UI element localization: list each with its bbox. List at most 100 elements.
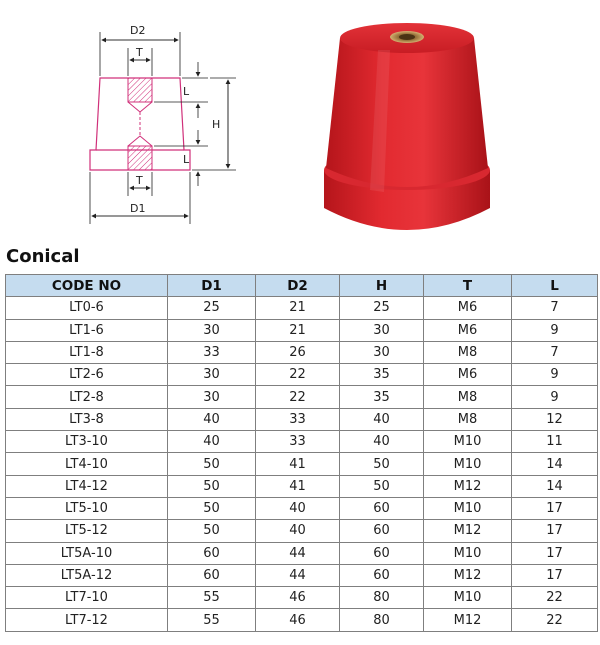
table-cell: M10 bbox=[423, 586, 512, 610]
table-cell: 40 bbox=[255, 519, 340, 543]
table-cell: M6 bbox=[423, 363, 512, 387]
table-cell: LT2-8 bbox=[5, 385, 168, 409]
label-d1: D1 bbox=[130, 202, 145, 215]
table-cell: 40 bbox=[339, 430, 424, 454]
table-cell: M6 bbox=[423, 318, 512, 342]
table-cell: 14 bbox=[511, 474, 598, 498]
table-cell: 30 bbox=[339, 340, 424, 365]
table-cell: LT1-8 bbox=[5, 340, 168, 365]
column-header-code-no: CODE NO bbox=[5, 273, 168, 298]
dim-t-top bbox=[127, 48, 153, 76]
table-cell: 60 bbox=[167, 541, 256, 565]
table-cell: M10 bbox=[423, 430, 512, 454]
table-cell: 22 bbox=[511, 586, 598, 610]
table-cell: LT4-10 bbox=[5, 452, 168, 476]
table-cell: 55 bbox=[167, 608, 256, 632]
highlight bbox=[370, 50, 390, 192]
table-cell: 17 bbox=[511, 496, 598, 521]
table-cell: 35 bbox=[339, 385, 424, 409]
table-cell: 46 bbox=[255, 608, 340, 632]
dimension-drawing: D2 T L H L T D1 bbox=[89, 24, 236, 224]
table-cell: 22 bbox=[255, 363, 340, 387]
table-cell: 46 bbox=[255, 586, 340, 610]
table-cell: 41 bbox=[255, 474, 340, 498]
table-cell: M8 bbox=[423, 340, 512, 365]
table-cell: 17 bbox=[511, 541, 598, 565]
table-cell: LT5-12 bbox=[5, 519, 168, 543]
dim-d2 bbox=[99, 32, 181, 76]
table-cell: LT5A-12 bbox=[5, 563, 168, 588]
table-cell: M12 bbox=[423, 519, 512, 543]
table-cell: LT3-8 bbox=[5, 407, 168, 432]
table-cell: M12 bbox=[423, 608, 512, 632]
product-photo bbox=[324, 23, 490, 230]
table-cell: LT5A-10 bbox=[5, 541, 168, 565]
table-cell: M10 bbox=[423, 452, 512, 476]
section-title: Conical bbox=[6, 246, 80, 267]
table-cell: 14 bbox=[511, 452, 598, 476]
column-header-h: H bbox=[339, 273, 424, 298]
table-cell: 41 bbox=[255, 452, 340, 476]
table-cell: 26 bbox=[255, 340, 340, 365]
table-cell: 50 bbox=[339, 474, 424, 498]
table-cell: LT0-6 bbox=[5, 296, 168, 320]
table-cell: 40 bbox=[167, 430, 256, 454]
table-cell: LT4-12 bbox=[5, 474, 168, 498]
table-cell: LT5-10 bbox=[5, 496, 168, 521]
table-cell: 22 bbox=[255, 385, 340, 409]
table-cell: 7 bbox=[511, 340, 598, 365]
dim-t-bottom bbox=[127, 172, 153, 196]
table-cell: 44 bbox=[255, 563, 340, 588]
label-l-top: L bbox=[183, 85, 190, 98]
table-cell: M10 bbox=[423, 496, 512, 521]
table-cell: 44 bbox=[255, 541, 340, 565]
table-cell: M10 bbox=[423, 541, 512, 565]
table-cell: LT7-10 bbox=[5, 586, 168, 610]
thread-holes bbox=[127, 77, 153, 171]
table-cell: M6 bbox=[423, 296, 512, 320]
table-cell: LT7-12 bbox=[5, 608, 168, 632]
insulator-body bbox=[324, 23, 490, 230]
dim-l-bottom bbox=[154, 130, 208, 186]
table-cell: 25 bbox=[339, 296, 424, 320]
table-cell: 12 bbox=[511, 407, 598, 432]
table-cell: 40 bbox=[255, 496, 340, 521]
table-cell: 25 bbox=[167, 296, 256, 320]
table-cell: 60 bbox=[339, 496, 424, 521]
table-cell: M12 bbox=[423, 474, 512, 498]
table-cell: 50 bbox=[167, 519, 256, 543]
table-cell: 55 bbox=[167, 586, 256, 610]
table-cell: 30 bbox=[167, 385, 256, 409]
label-t-bottom: T bbox=[135, 174, 143, 187]
dim-l-top bbox=[154, 62, 208, 118]
label-l-bottom: L bbox=[183, 153, 190, 166]
table-cell: M12 bbox=[423, 563, 512, 588]
table-cell: 50 bbox=[167, 474, 256, 498]
column-header-d2: D2 bbox=[255, 273, 340, 298]
table-cell: 9 bbox=[511, 385, 598, 409]
label-d2: D2 bbox=[130, 24, 145, 37]
table-cell: LT2-6 bbox=[5, 363, 168, 387]
table-cell: 50 bbox=[167, 496, 256, 521]
table-cell: 33 bbox=[167, 340, 256, 365]
table-cell: 30 bbox=[167, 363, 256, 387]
label-t-top: T bbox=[135, 46, 143, 59]
column-header-t: T bbox=[423, 273, 512, 298]
table-cell: 40 bbox=[339, 407, 424, 432]
table-cell: 60 bbox=[167, 563, 256, 588]
table-cell: 11 bbox=[511, 430, 598, 454]
table-cell: 80 bbox=[339, 608, 424, 632]
